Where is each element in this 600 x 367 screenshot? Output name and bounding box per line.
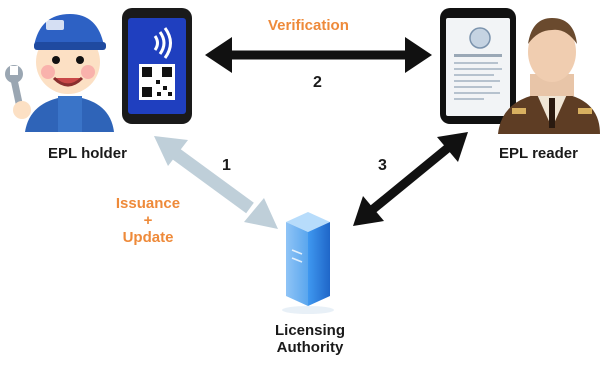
server-tower-icon <box>282 212 334 314</box>
officer-uniform-icon <box>498 18 600 134</box>
issuance-label-line3: Update <box>122 229 174 246</box>
step-1-label: 1 <box>222 157 231 174</box>
epl-holder-label: EPL holder <box>48 145 127 162</box>
phone-license-document-icon <box>440 8 516 124</box>
issuance-label-line2: + <box>143 212 153 229</box>
authority-label-line2: Authority <box>276 339 344 356</box>
mechanic-holding-wrench-icon <box>5 14 114 132</box>
authority-label-line1: Licensing <box>274 322 345 339</box>
licensing-authority-label: Licensing Authority <box>262 322 358 356</box>
verification-arrow <box>205 37 432 73</box>
step-2-label: 2 <box>313 74 322 91</box>
epl-reader-label: EPL reader <box>499 145 578 162</box>
authority-reader-arrow <box>353 132 468 226</box>
issuance-label-line1: Issuance <box>115 195 181 212</box>
phone-nfc-qr-icon <box>122 8 192 124</box>
issuance-arrow <box>154 136 278 229</box>
issuance-update-label: Issuance + Update <box>108 195 188 246</box>
step-3-label: 3 <box>378 157 387 174</box>
verification-label: Verification <box>268 17 349 34</box>
